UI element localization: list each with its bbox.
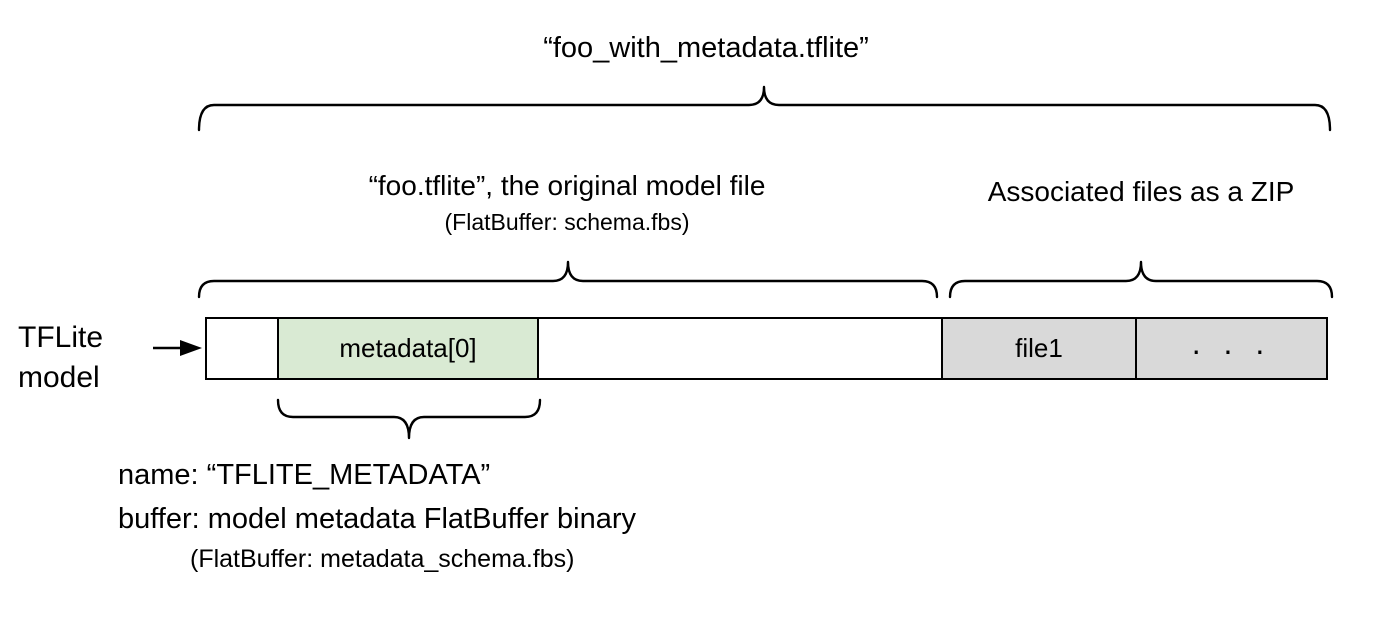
bar-segment-metadata: metadata[0] [277,319,537,378]
bar-segment-header [207,319,277,378]
original-model-subheading: (FlatBuffer: schema.fbs) [444,209,690,235]
bar-segment-file1: file1 [941,319,1135,378]
brace-original-model-file [197,260,939,299]
bar-segment-label: file1 [1015,333,1063,363]
metadata-name-note: name: “TFLITE_METADATA” [118,459,491,491]
arrow-right-icon [153,340,202,356]
bar-segment-model-body [537,319,941,378]
brace-metadata-entry [276,398,542,440]
bar-segment-more-files: . . . [1135,319,1326,378]
brace-associated-files-zip [948,260,1334,299]
associated-files-heading: Associated files as a ZIP [987,176,1295,207]
metadata-buffer-note: buffer: model metadata FlatBuffer binary [118,503,636,535]
file-title: “foo_with_metadata.tflite” [543,32,869,64]
model-file-bar: metadata[0] file1 . . . [205,317,1328,380]
ellipsis-label: . . . [1191,325,1272,361]
tflite-model-label: TFLite model [18,321,104,394]
brace-whole-file [197,85,1332,132]
bar-segment-label: metadata[0] [339,333,477,363]
metadata-schema-note: (FlatBuffer: metadata_schema.fbs) [190,545,575,573]
original-model-heading: “foo.tflite”, the original model file [368,170,766,201]
